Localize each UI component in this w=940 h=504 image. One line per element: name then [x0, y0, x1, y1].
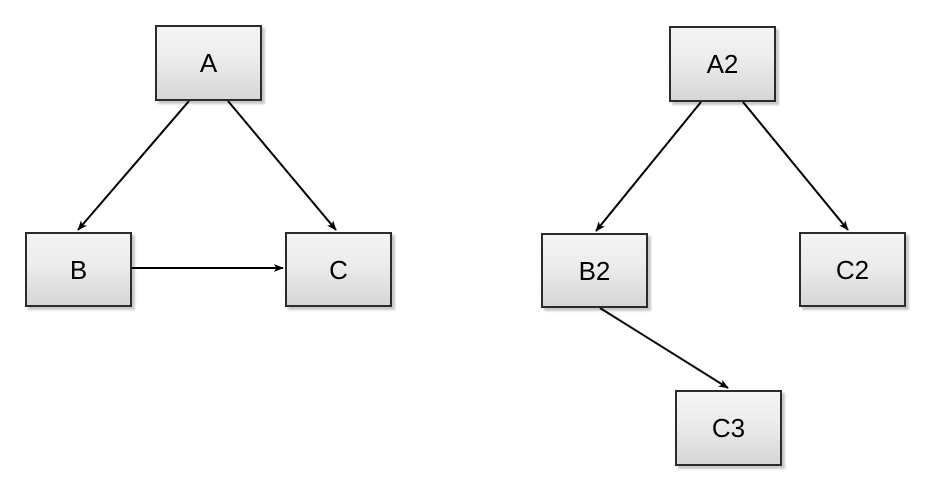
node-label-c: C — [329, 254, 348, 285]
edge-a2-to-b2[interactable] — [595, 101, 702, 232]
node-label-b2: B2 — [578, 255, 611, 286]
node-label-c2: C2 — [835, 254, 870, 285]
edge-b2-to-c3[interactable] — [599, 307, 729, 389]
node-c[interactable]: C — [285, 232, 392, 307]
edge-a2-to-c2[interactable] — [742, 101, 849, 231]
node-a[interactable]: A — [155, 25, 262, 101]
node-label-a2: A2 — [706, 49, 739, 79]
node-label-a: A — [199, 48, 218, 78]
node-c2[interactable]: C2 — [799, 232, 906, 307]
edge-a-to-c[interactable] — [227, 100, 337, 231]
node-b[interactable]: B — [25, 232, 132, 307]
node-c3[interactable]: C3 — [675, 390, 782, 466]
node-label-c3: C3 — [711, 413, 746, 443]
edge-a-to-b[interactable] — [77, 100, 190, 231]
node-label-b: B — [69, 254, 88, 285]
node-b2[interactable]: B2 — [541, 233, 648, 308]
edge-group — [77, 100, 849, 389]
node-a2[interactable]: A2 — [669, 26, 776, 102]
